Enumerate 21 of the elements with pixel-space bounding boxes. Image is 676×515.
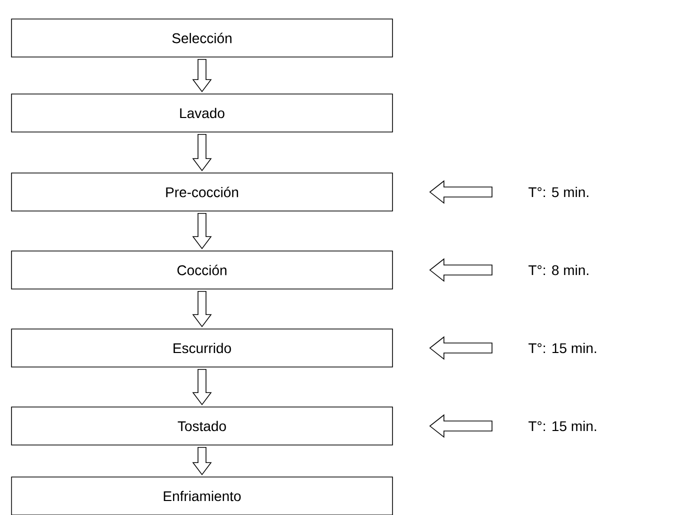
block-arrow xyxy=(192,369,212,406)
process-box: Lavado xyxy=(11,94,393,132)
process-box: Cocción xyxy=(11,250,393,290)
block-arrow xyxy=(192,291,212,328)
block-arrow xyxy=(429,180,492,204)
duration-label: T°: 15 min. xyxy=(528,342,596,354)
process-box: Escurrido xyxy=(11,328,393,368)
block-arrow xyxy=(192,134,212,172)
process-box: Tostado xyxy=(11,406,393,446)
duration-label: T°: 15 min. xyxy=(528,420,596,432)
block-arrow xyxy=(429,336,492,360)
process-box: Selección xyxy=(11,18,393,58)
duration-label: T°: 5 min. xyxy=(528,186,588,198)
duration-label: T°: 8 min. xyxy=(528,264,588,276)
block-arrow xyxy=(192,447,212,476)
process-box: Enfriamiento xyxy=(11,476,393,515)
block-arrow xyxy=(429,258,492,282)
block-arrow xyxy=(192,213,212,250)
block-arrow xyxy=(429,414,492,438)
process-box: Pre-cocción xyxy=(11,172,393,212)
block-arrow xyxy=(192,59,212,92)
